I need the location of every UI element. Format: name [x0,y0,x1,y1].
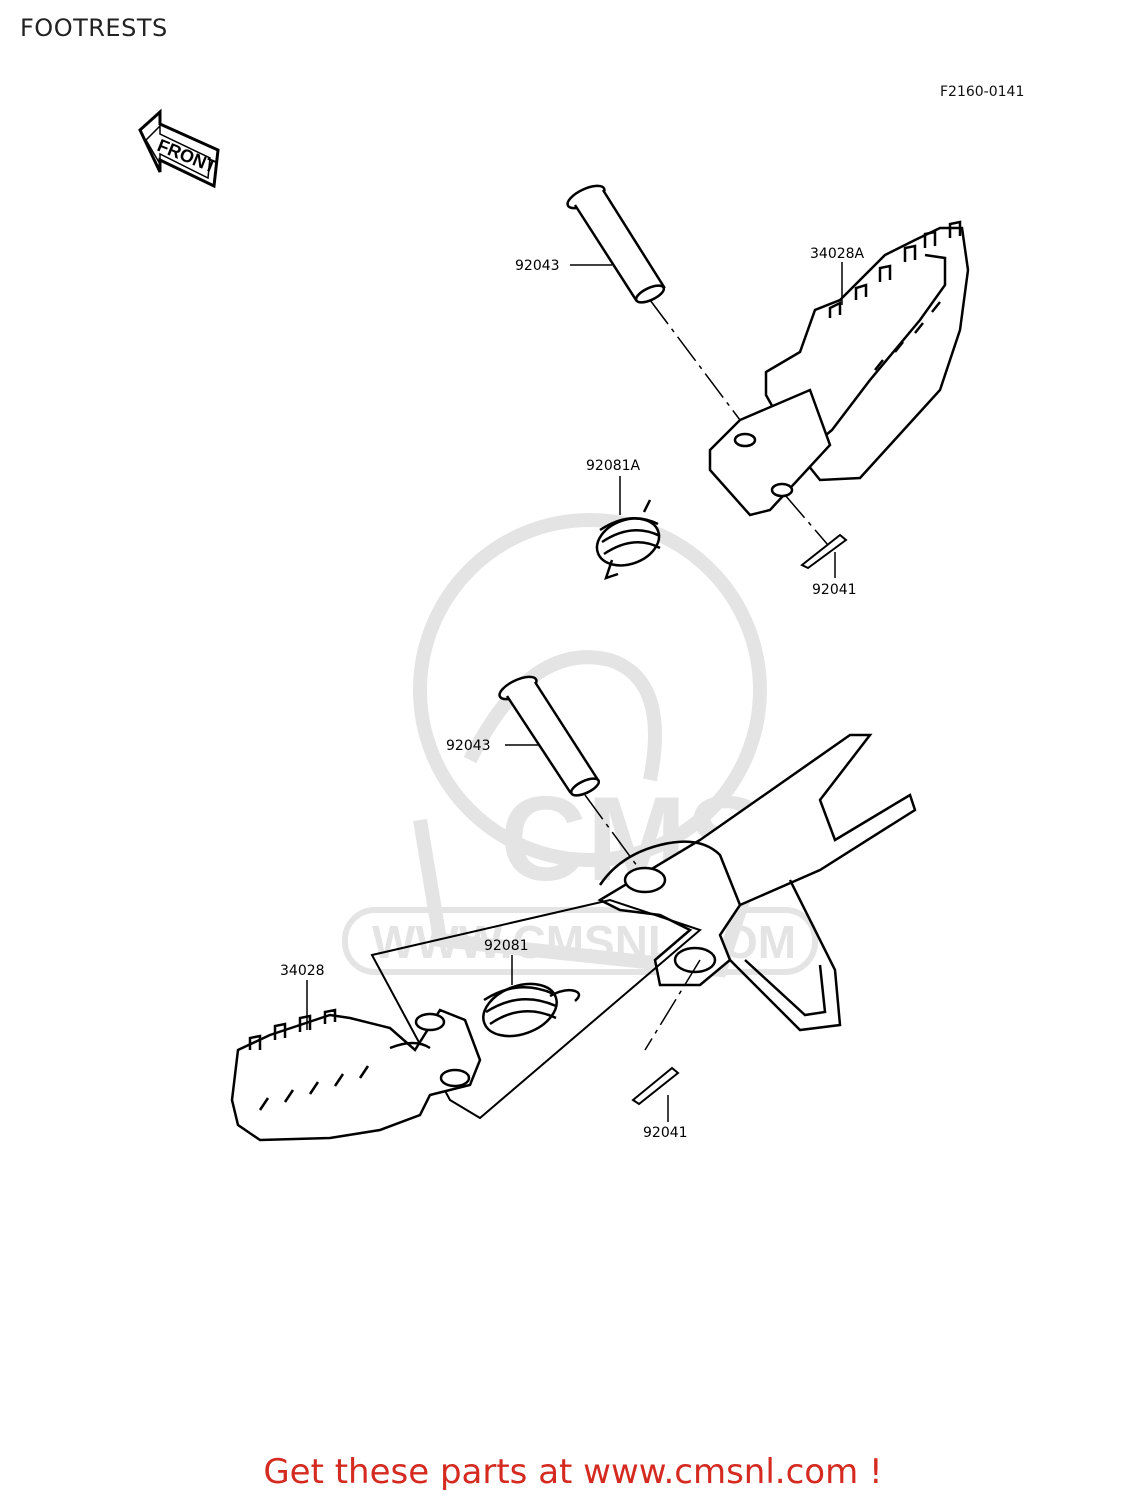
label-footrest-left: 34028 [280,963,325,979]
footer-link[interactable]: Get these parts at www.cmsnl.com ! [263,1452,883,1492]
cotter-lower [631,1066,680,1106]
watermark-url: WWW.CMSNL.COM [372,916,796,968]
spring-upper [595,499,661,580]
label-cotter-upper: 92041 [812,582,857,598]
front-arrow-label: FRONT [155,135,220,177]
label-footrest-right: 34028A [810,246,865,262]
pin-lower [498,675,601,797]
spring-lower [482,982,581,1038]
label-spring-lower: 92081 [484,938,529,954]
footrest-right [708,220,970,517]
page-title: FOOTRESTS [20,14,168,42]
label-spring-upper: 92081A [586,458,641,474]
footrest-left [230,1008,482,1142]
diagram-code: F2160-0141 [940,84,1025,100]
label-cotter-lower: 92041 [643,1125,688,1141]
leader-lines [306,262,843,1122]
front-arrow: FRONT [138,108,220,189]
label-pin-lower: 92043 [446,738,491,754]
label-pin-upper: 92043 [515,258,560,274]
pin-upper [566,184,666,304]
cotter-upper [800,533,848,570]
